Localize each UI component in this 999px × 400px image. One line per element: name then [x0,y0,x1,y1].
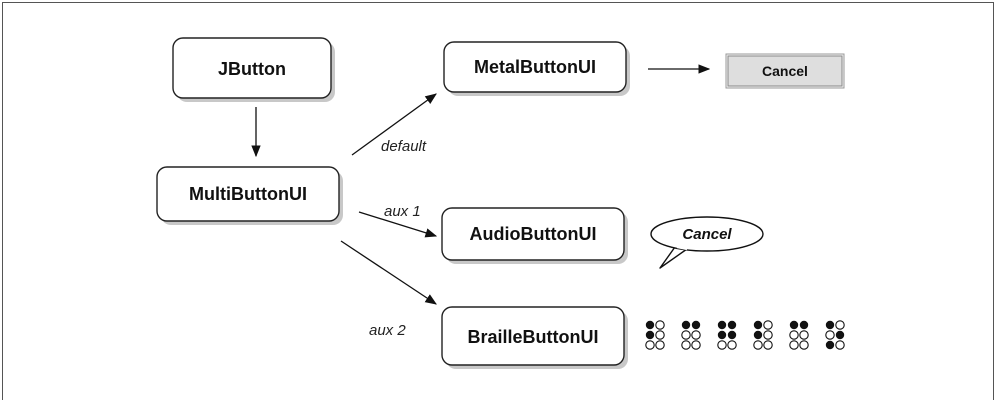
braille-dot-flat [655,340,665,350]
braille-dot-raised [753,320,763,330]
braille-dot-flat [799,330,809,340]
braille-dot-raised [681,320,691,330]
braille-cell [717,320,737,350]
braille-dot-flat [645,340,655,350]
node-metalbuttonui-label: MetalButtonUI [474,57,596,77]
braille-dot-raised [799,320,809,330]
edge-label-aux1: aux 1 [384,203,421,220]
edge-multi-to-braille [340,240,437,305]
braille-dot-raised [645,320,655,330]
braille-cell [789,320,809,350]
braille-dot-flat [727,340,737,350]
braille-dot-flat [753,340,763,350]
node-jbutton-label: JButton [218,59,286,79]
braille-cell [645,320,665,350]
edge-label-default: default [381,138,427,155]
braille-dot-flat [655,320,665,330]
edge-label-aux2: aux 2 [369,322,406,339]
braille-dot-flat [835,320,845,330]
node-metalbuttonui: MetalButtonUI [443,41,630,96]
braille-cell [681,320,701,350]
node-multibuttonui: MultiButtonUI [156,166,343,225]
speech-bubble-text: Cancel [682,226,732,243]
node-jbutton: JButton [172,37,335,102]
braille-dot-flat [825,330,835,340]
node-audiobuttonui-label: AudioButtonUI [470,224,597,244]
braille-dot-flat [763,340,773,350]
edges [251,64,711,305]
braille-dot-flat [691,330,701,340]
edge-multi-to-audio [358,211,438,238]
speech-bubble-tail [659,246,688,269]
braille-dot-raised [691,320,701,330]
braille-dot-flat [691,340,701,350]
braille-dot-raised [825,320,835,330]
node-audiobuttonui: AudioButtonUI [441,207,628,264]
braille-dot-flat [763,330,773,340]
braille-dot-flat [681,340,691,350]
node-braillebuttonui: BrailleButtonUI [441,306,628,369]
node-multibuttonui-label: MultiButtonUI [189,184,307,204]
braille-cell [753,320,773,350]
braille-dot-raised [717,330,727,340]
audio-speech-bubble: Cancel [650,216,764,269]
braille-output [645,320,845,350]
braille-dot-raised [717,320,727,330]
braille-dot-flat [799,340,809,350]
braille-dot-flat [789,330,799,340]
node-braillebuttonui-label: BrailleButtonUI [467,327,598,347]
braille-dot-flat [717,340,727,350]
metal-cancel-button[interactable]: Cancel [725,53,845,89]
braille-dot-raised [789,320,799,330]
braille-dot-raised [753,330,763,340]
braille-dot-flat [763,320,773,330]
braille-cell [825,320,845,350]
metal-cancel-button-label: Cancel [762,63,808,79]
braille-dot-raised [645,330,655,340]
braille-dot-flat [835,340,845,350]
braille-dot-raised [825,340,835,350]
braille-dot-flat [681,330,691,340]
braille-dot-flat [789,340,799,350]
braille-dot-raised [727,330,737,340]
braille-dot-raised [727,320,737,330]
braille-dot-raised [835,330,845,340]
edge-multi-to-metal [351,93,437,156]
braille-dot-flat [655,330,665,340]
speech-bubble-body [650,216,764,252]
